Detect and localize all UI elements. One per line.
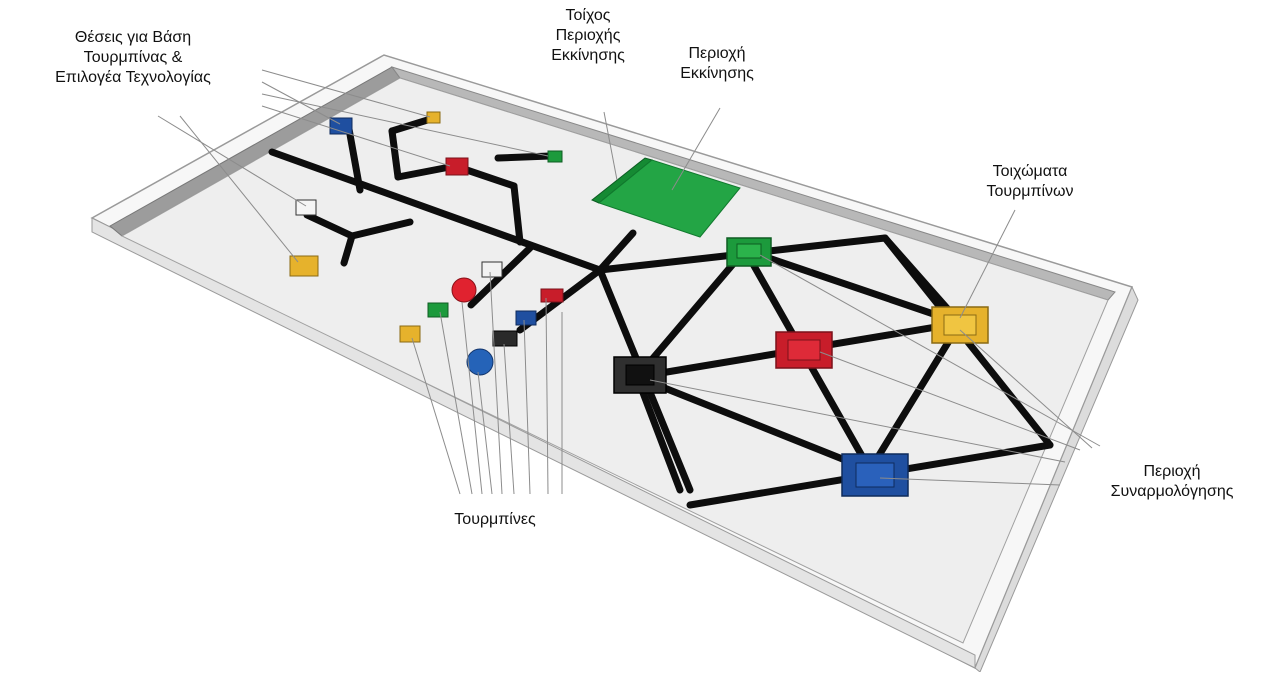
label-assembly-area: Περιοχή Συναρμολόγησης: [1073, 462, 1271, 502]
turbine-white: [481, 261, 503, 278]
leader-lines: [157, 69, 1101, 495]
label-start-area: Περιοχή Εκκίνησης: [652, 44, 782, 84]
turbine-black: [492, 330, 518, 347]
slot-yellow: [289, 255, 319, 277]
turbine-blue: [515, 310, 537, 326]
label-turbine-walls-line-2: Τουρμπίνων: [986, 183, 1074, 200]
turbines: [399, 261, 564, 376]
label-assembly-area-line-1: Περιοχή: [1143, 463, 1201, 480]
start-area: [597, 159, 741, 238]
label-turbine-walls: Τοιχώματα Τουρμπίνων: [950, 162, 1110, 202]
label-turbines: Τουρμπίνες: [425, 510, 565, 530]
label-start-area-line-1: Περιοχή: [688, 45, 746, 62]
turbine-wall-blue: [841, 453, 909, 497]
turbine-red: [540, 288, 564, 303]
slot-white: [295, 199, 317, 216]
turbine-yellow: [399, 325, 421, 343]
board-tray-front: [91, 217, 976, 669]
turbine-wall-red: [775, 331, 833, 369]
turbine-green: [427, 302, 449, 318]
slot-red: [445, 157, 469, 176]
label-start-area-line-2: Εκκίνησης: [680, 65, 754, 82]
turbine-wall-green: [726, 237, 772, 267]
slot-green: [547, 150, 563, 163]
slot-yellow-top: [426, 111, 441, 124]
label-start-wall-line-1: Τοίχος: [565, 7, 611, 24]
turbine-wall-black: [613, 356, 667, 394]
label-positions-line-2: Τουρμπίνας &: [83, 49, 183, 66]
label-turbine-walls-line-1: Τοιχώματα: [992, 163, 1068, 180]
label-positions-line-1: Θέσεις για Βάση: [74, 29, 192, 46]
turbine-wall-yellow: [931, 306, 989, 344]
label-positions-line-3: Επιλογέα Τεχνολογίας: [55, 69, 211, 86]
label-assembly-area-line-2: Συναρμολόγησης: [1110, 483, 1234, 500]
label-start-wall-line-2: Περιοχής: [555, 27, 621, 44]
turbine-walls: [613, 237, 989, 497]
label-start-wall: Τοίχος Περιοχής Εκκίνησης: [528, 6, 648, 66]
turbine-red-ball: [451, 277, 477, 303]
label-turbines-text: Τουρμπίνες: [454, 511, 536, 528]
turbine-blue-ball: [466, 348, 494, 376]
label-positions: Θέσεις για Βάση Τουρμπίνας & Επιλογέα Τε…: [2, 28, 264, 88]
label-start-wall-line-3: Εκκίνησης: [551, 47, 625, 64]
